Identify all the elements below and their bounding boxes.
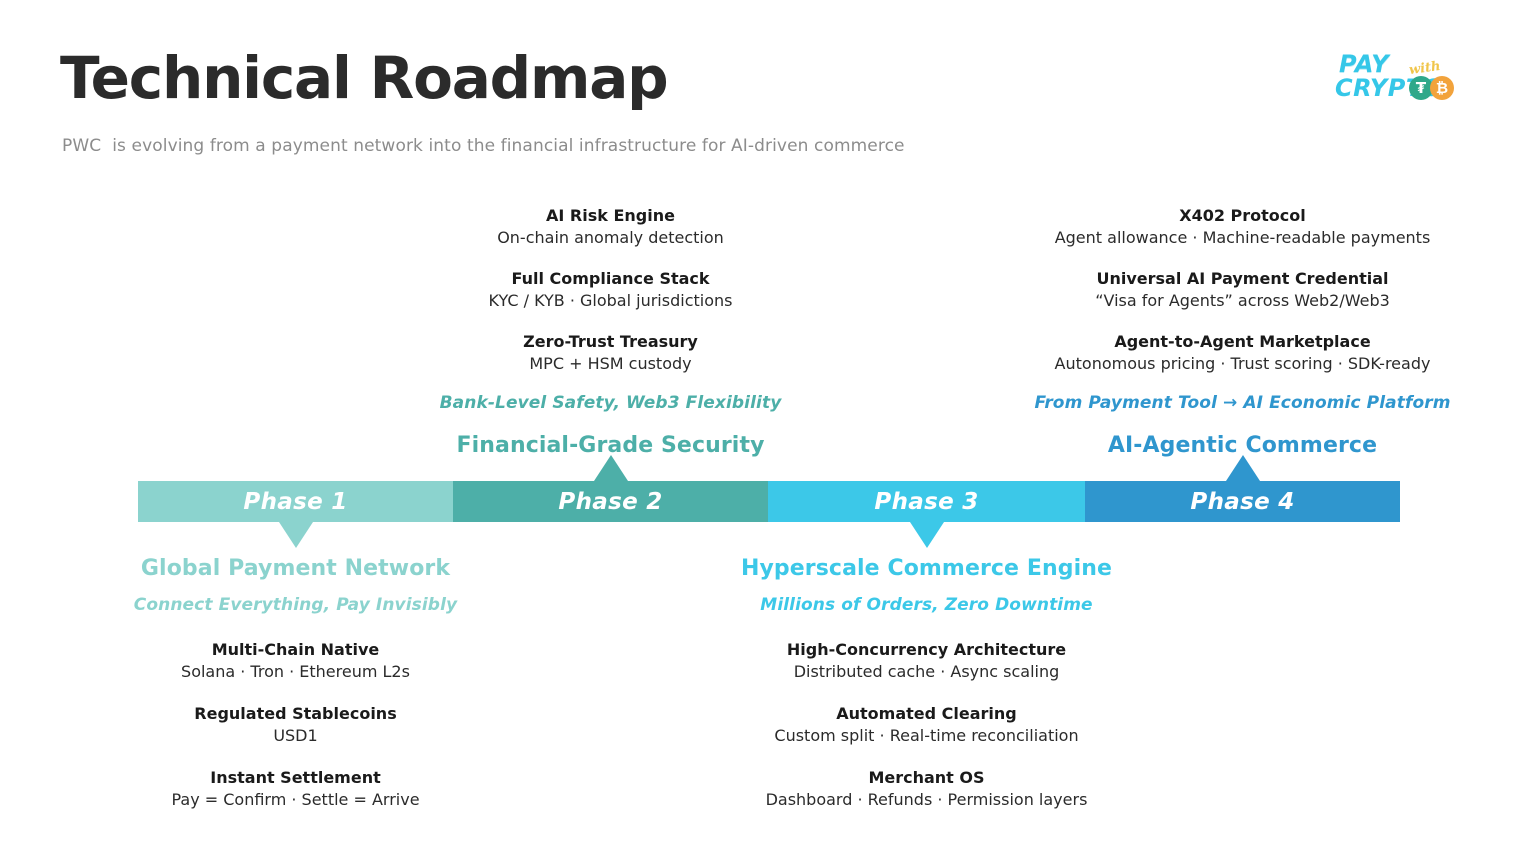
phase-item-title: Automated Clearing bbox=[836, 704, 1017, 724]
phase-item-desc: Solana · Tron · Ethereum L2s bbox=[181, 661, 410, 681]
phase-item-title: Agent-to-Agent Marketplace bbox=[1114, 332, 1371, 352]
phase-item-title: Universal AI Payment Credential bbox=[1096, 269, 1389, 289]
phase-item: Universal AI Payment Credential“Visa for… bbox=[923, 268, 1533, 311]
page-subtitle: PWC is evolving from a payment network i… bbox=[62, 136, 905, 156]
phase-item-title: Full Compliance Stack bbox=[511, 269, 710, 289]
phase-item-desc: Dashboard · Refunds · Permission layers bbox=[765, 789, 1088, 809]
phase-heading-1: Global Payment Network bbox=[140, 556, 451, 581]
phase-pointer-4-up bbox=[1225, 455, 1260, 481]
logo-pay-text: PAY bbox=[1339, 50, 1390, 78]
phase-label-3: Phase 3 bbox=[874, 488, 979, 515]
phase-pointer-2-up bbox=[593, 455, 628, 481]
phase-item-title: X402 Protocol bbox=[1179, 206, 1306, 225]
phase-pointer-3-down bbox=[909, 522, 944, 548]
timeline-bar: Phase 1 Phase 2 Phase 3 Phase 4 bbox=[138, 455, 1400, 548]
phase-label-2: Phase 2 bbox=[558, 488, 663, 515]
phase-item-desc: MPC + HSM custody bbox=[529, 353, 692, 373]
phase-item-title: Regulated Stablecoins bbox=[194, 704, 397, 724]
timeline-segment-2[interactable]: Phase 2 bbox=[453, 481, 768, 522]
phase-item-desc: “Visa for Agents” across Web2/Web3 bbox=[1095, 290, 1390, 310]
phase-label-1: Phase 1 bbox=[243, 488, 348, 515]
phase-item-desc: On-chain anomaly detection bbox=[497, 227, 724, 247]
brand-logo: PAY with CRYPTO ₮ ₿ bbox=[1335, 50, 1455, 108]
timeline-segment-4[interactable]: Phase 4 bbox=[1085, 481, 1400, 522]
page-title: Technical Roadmap bbox=[60, 44, 669, 112]
phase-item-title: Zero-Trust Treasury bbox=[523, 332, 698, 352]
phase-item-desc: Autonomous pricing · Trust scoring · SDK… bbox=[1054, 353, 1431, 373]
phase-heading-3: Hyperscale Commerce Engine bbox=[740, 556, 1113, 581]
phase-tagline-3: Millions of Orders, Zero Downtime bbox=[760, 595, 1093, 615]
phase-item-desc: KYC / KYB · Global jurisdictions bbox=[488, 290, 733, 310]
phase-item-title: Merchant OS bbox=[868, 768, 985, 788]
phase-heading-2: Financial-Grade Security bbox=[456, 432, 765, 458]
phase-label-4: Phase 4 bbox=[1190, 488, 1295, 515]
phase-item-desc: Custom split · Real-time reconciliation bbox=[774, 725, 1079, 745]
timeline-segment-3[interactable]: Phase 3 bbox=[768, 481, 1085, 522]
phase-item-title: Multi-Chain Native bbox=[211, 640, 380, 659]
phase-item-title: Instant Settlement bbox=[210, 768, 381, 788]
phase-tagline-1: Connect Everything, Pay Invisibly bbox=[133, 595, 458, 615]
phase-tagline-2: Bank-Level Safety, Web3 Flexibility bbox=[439, 392, 782, 413]
phase-item-title: AI Risk Engine bbox=[546, 206, 675, 225]
phase-item-desc: Distributed cache · Async scaling bbox=[793, 661, 1060, 681]
timeline-segment-1[interactable]: Phase 1 bbox=[138, 481, 453, 522]
phase-item-desc: Pay = Confirm · Settle = Arrive bbox=[171, 789, 420, 809]
phase-item-desc: Agent allowance · Machine-readable payme… bbox=[1054, 227, 1431, 247]
tether-coin-icon: ₮ bbox=[1409, 76, 1433, 100]
bitcoin-coin-icon: ₿ bbox=[1430, 76, 1454, 100]
phase-tagline-4: From Payment Tool → AI Economic Platform bbox=[1034, 392, 1451, 413]
phase-item-desc: USD1 bbox=[273, 725, 318, 745]
phase-heading-4: AI-Agentic Commerce bbox=[1107, 432, 1378, 458]
phase-item-title: High-Concurrency Architecture bbox=[786, 640, 1067, 659]
phase-pointer-1-down bbox=[278, 522, 313, 548]
